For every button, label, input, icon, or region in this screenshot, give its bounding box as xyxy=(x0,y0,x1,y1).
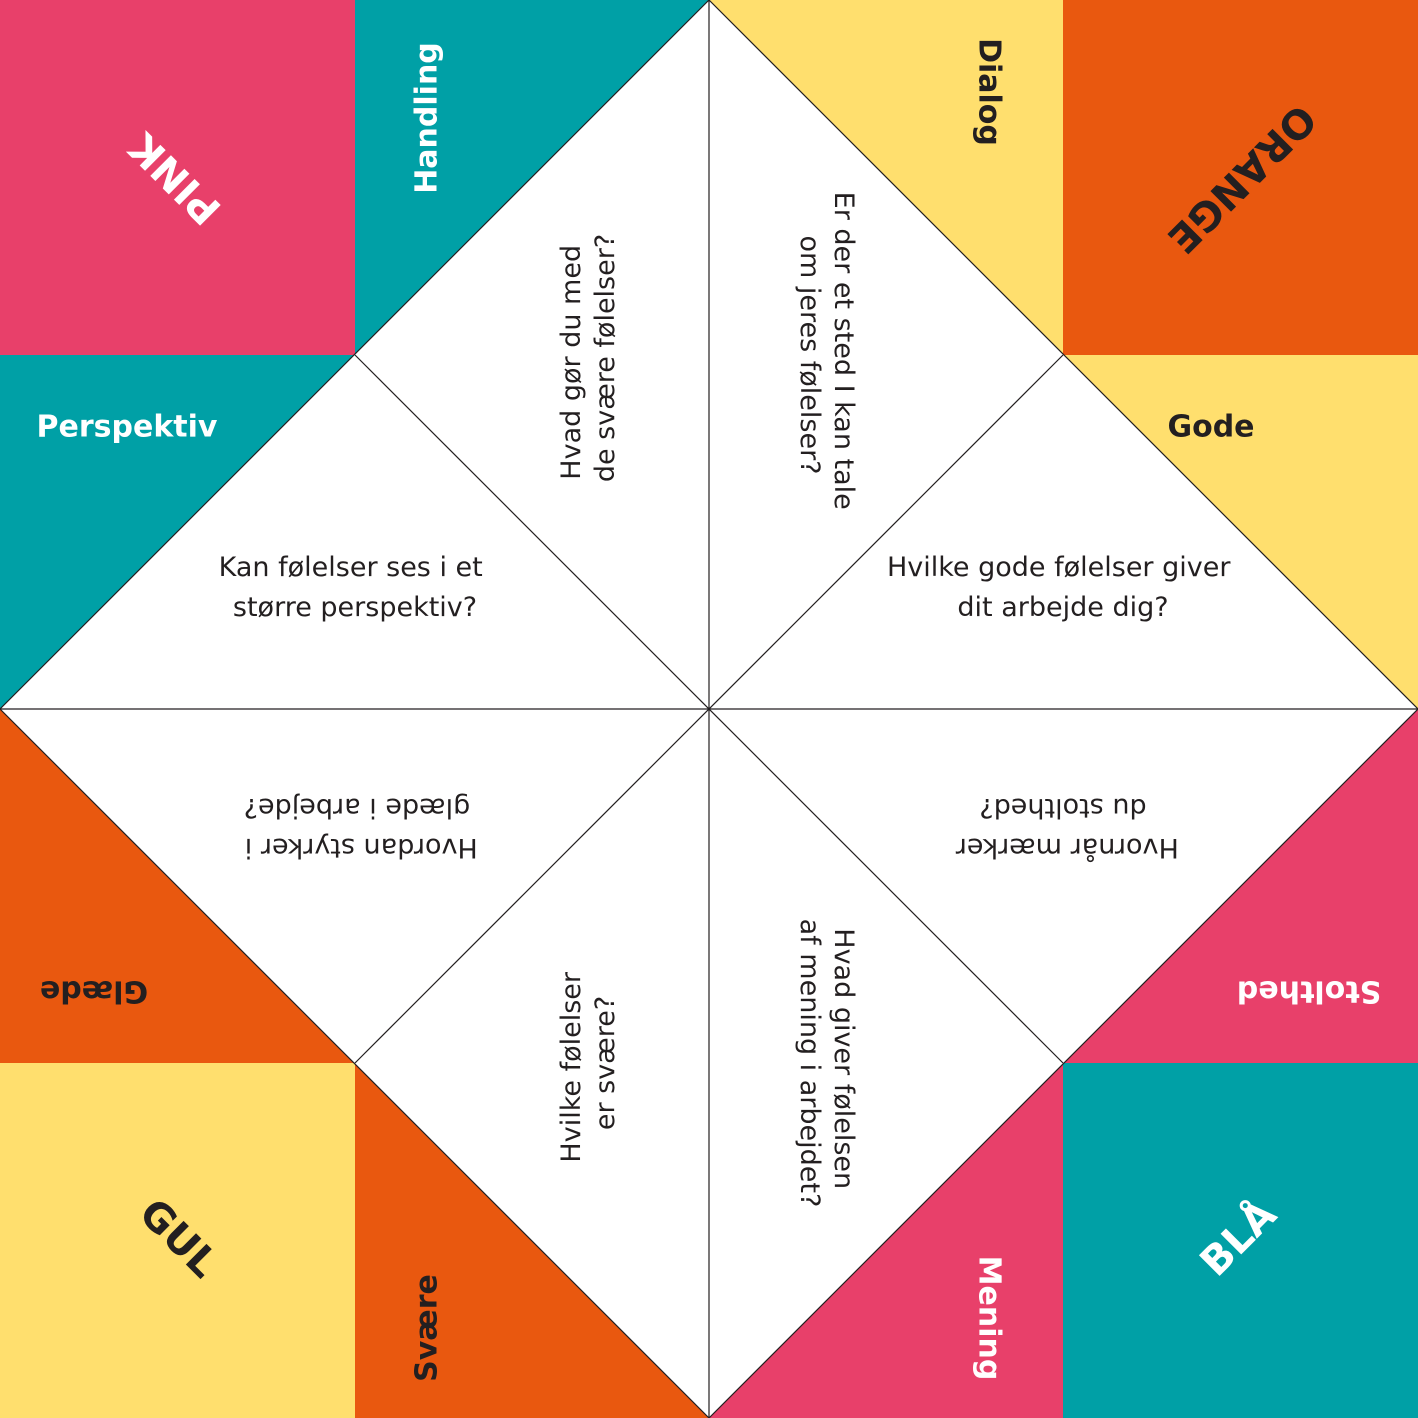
question-dialog-line-1: Er der et sted I kan tale xyxy=(829,192,860,510)
question-stolthed: Hvornår mærker du stolthed? xyxy=(947,793,1179,864)
flap-label-perspektiv: Perspektiv xyxy=(37,410,218,445)
question-handling: Hvad gør du med de svære følelser? xyxy=(556,234,621,482)
flap-label-gode: Gode xyxy=(1167,410,1254,445)
question-handling-line-2: de svære følelser? xyxy=(590,234,621,482)
question-svaere: Hvilke følelser er svære? xyxy=(556,963,621,1162)
corner-orange[interactable] xyxy=(1063,0,1418,355)
question-svaere-line-2: er svære? xyxy=(590,996,621,1130)
question-handling-line-1: Hvad gør du med xyxy=(556,245,587,480)
question-perspektiv-line-2: større perspektiv? xyxy=(233,592,477,623)
question-perspektiv: Kan følelser ses i et større perspektiv? xyxy=(219,552,492,623)
question-perspektiv-line-1: Kan følelser ses i et xyxy=(219,552,483,583)
corner-blaa[interactable] xyxy=(1063,1063,1418,1418)
question-glaede: Hvordan styrker i glæde i arbejde? xyxy=(236,793,478,864)
question-mening-line-2: af mening i arbejdet? xyxy=(795,919,826,1208)
question-gode: Hvilke gode følelser giver dit arbejde d… xyxy=(887,552,1239,623)
flap-label-handling: Handling xyxy=(410,42,445,194)
question-gode-line-1: Hvilke gode følelser giver xyxy=(887,552,1231,583)
question-svaere-line-1: Hvilke følelser xyxy=(556,971,587,1162)
question-mening-line-1: Hvad giver følelsen xyxy=(829,928,860,1189)
flap-label-glaede: Glæde xyxy=(40,974,148,1009)
flap-label-dialog: Dialog xyxy=(972,38,1007,146)
question-mening: Hvad giver følelsen af mening i arbejdet… xyxy=(795,919,860,1208)
corner-gul[interactable] xyxy=(0,1063,355,1418)
flap-label-stolthed: Stolthed xyxy=(1237,974,1381,1009)
question-dialog-line-2: om jeres følelser? xyxy=(795,235,826,474)
flap-label-mening: Mening xyxy=(972,1256,1007,1381)
question-stolthed-line-1: Hvornår mærker xyxy=(955,833,1179,864)
corner-pink[interactable] xyxy=(0,0,355,355)
question-dialog: Er der et sted I kan tale om jeres følel… xyxy=(795,192,860,519)
question-glaede-line-1: Hvordan styrker i xyxy=(245,833,478,864)
question-gode-line-2: dit arbejde dig? xyxy=(957,592,1168,623)
question-stolthed-line-2: du stolthed? xyxy=(979,793,1146,824)
flap-label-svaere: Svære xyxy=(410,1274,445,1382)
question-glaede-line-2: glæde i arbejde? xyxy=(244,793,471,824)
